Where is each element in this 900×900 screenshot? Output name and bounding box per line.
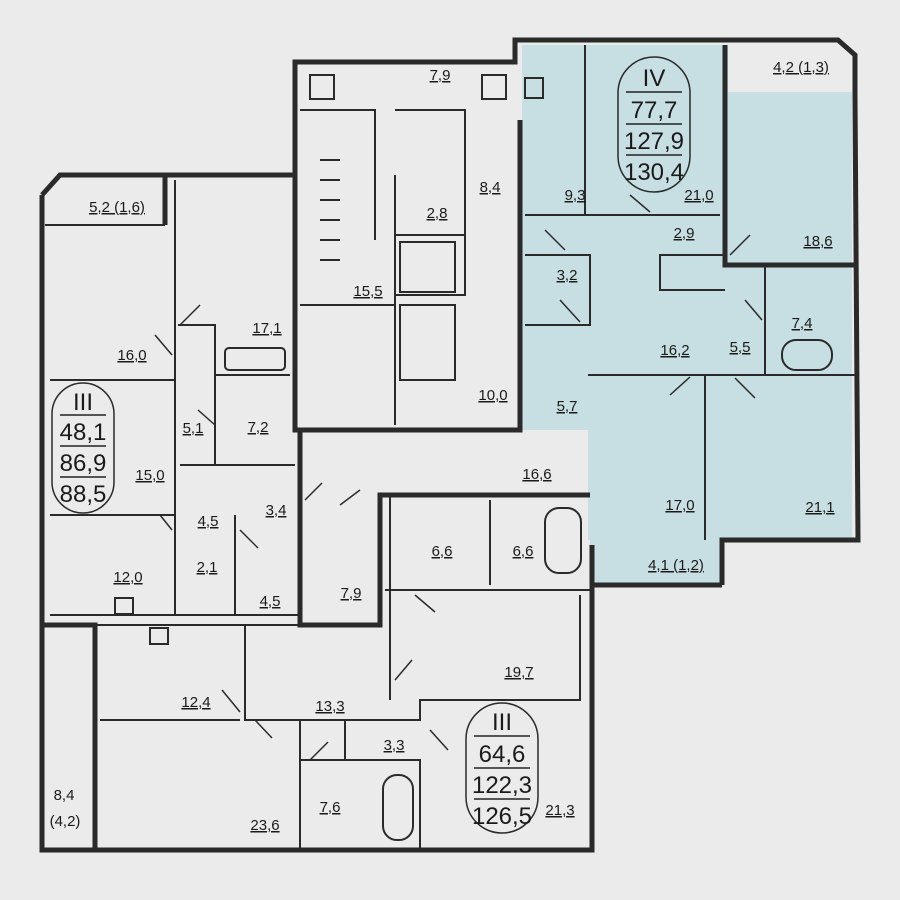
living-area: 64,6 — [479, 741, 526, 768]
room-area: 6,6 — [513, 543, 534, 560]
room-area: 4,5 — [198, 513, 219, 530]
room-area: 12,0 — [113, 569, 142, 586]
rooms-count: III — [492, 709, 512, 736]
apartment-badge-iii-bottom: III 64,6 122,3 126,5 — [465, 702, 539, 834]
apartment-iv-fill — [522, 45, 852, 585]
room-labels: 5,2 (1,6) 16,0 17,1 5,1 7,2 15,0 4,5 3,4… — [50, 59, 835, 834]
room-area: 13,3 — [315, 698, 344, 715]
room-area: 3,2 — [557, 267, 578, 284]
room-area: 3,3 — [384, 737, 405, 754]
total-area: 127,9 — [624, 128, 684, 155]
room-area: 4,5 — [260, 593, 281, 610]
room-area: 7,6 — [320, 799, 341, 816]
room-area: 16,6 — [522, 466, 551, 483]
living-area: 48,1 — [60, 419, 107, 446]
room-area: 2,9 — [674, 225, 695, 242]
room-area: 21,0 — [684, 187, 713, 204]
room-area: 23,6 — [250, 817, 279, 834]
ventilation-shaft-icon — [309, 74, 335, 100]
room-area: 7,4 — [792, 315, 813, 332]
room-area: 8,4 — [54, 787, 75, 804]
room-area: 8,4 — [480, 179, 501, 196]
elevator-icon — [399, 241, 456, 293]
room-area: 7,2 — [248, 419, 269, 436]
rooms-count: IV — [643, 65, 666, 92]
room-area: 7,9 — [430, 67, 451, 84]
fixtures — [114, 74, 833, 841]
room-area: 5,2 (1,6) — [89, 199, 145, 216]
room-area: 16,0 — [117, 347, 146, 364]
room-area: 3,4 — [266, 502, 287, 519]
room-area-balcony: (4,2) — [50, 813, 81, 830]
total-with-balcony: 126,5 — [472, 803, 532, 830]
bathtub-icon — [382, 774, 414, 841]
bathtub-icon — [781, 339, 833, 371]
room-area: 15,5 — [353, 283, 382, 300]
room-area: 5,5 — [730, 339, 751, 356]
room-area: 15,0 — [135, 467, 164, 484]
ventilation-shaft-icon — [481, 74, 507, 100]
stove-icon — [114, 597, 134, 615]
total-area: 86,9 — [60, 450, 107, 477]
room-area: 12,4 — [181, 694, 210, 711]
elevator-icon — [399, 304, 456, 381]
room-area: 18,6 — [803, 233, 832, 250]
bathtub-icon — [224, 347, 286, 371]
apartment-badge-iv: IV 77,7 127,9 130,4 — [617, 56, 691, 193]
room-area: 19,7 — [504, 664, 533, 681]
door-swings — [154, 194, 763, 761]
room-area: 5,7 — [557, 398, 578, 415]
room-area: 5,1 — [183, 420, 204, 437]
total-with-balcony: 130,4 — [624, 159, 684, 186]
room-area: 16,2 — [660, 342, 689, 359]
room-area: 6,6 — [432, 543, 453, 560]
room-area: 21,1 — [805, 499, 834, 516]
room-area: 4,2 (1,3) — [773, 59, 829, 76]
total-with-balcony: 88,5 — [60, 481, 107, 508]
living-area: 77,7 — [631, 97, 678, 124]
room-area: 4,1 (1,2) — [648, 557, 704, 574]
stove-icon — [524, 77, 544, 99]
room-area: 17,0 — [665, 497, 694, 514]
room-area: 17,1 — [252, 320, 281, 337]
room-area: 2,1 — [197, 559, 218, 576]
rooms-count: III — [73, 389, 93, 416]
walls — [39, 37, 861, 853]
room-area: 21,3 — [545, 802, 574, 819]
room-area: 9,3 — [565, 187, 586, 204]
bathtub-icon — [544, 507, 582, 574]
room-area: 10,0 — [478, 387, 507, 404]
stove-icon — [149, 627, 169, 645]
apartment-badge-iii-left: III 48,1 86,9 88,5 — [51, 382, 115, 514]
total-area: 122,3 — [472, 772, 532, 799]
room-area: 7,9 — [341, 585, 362, 602]
room-area: 2,8 — [427, 205, 448, 222]
